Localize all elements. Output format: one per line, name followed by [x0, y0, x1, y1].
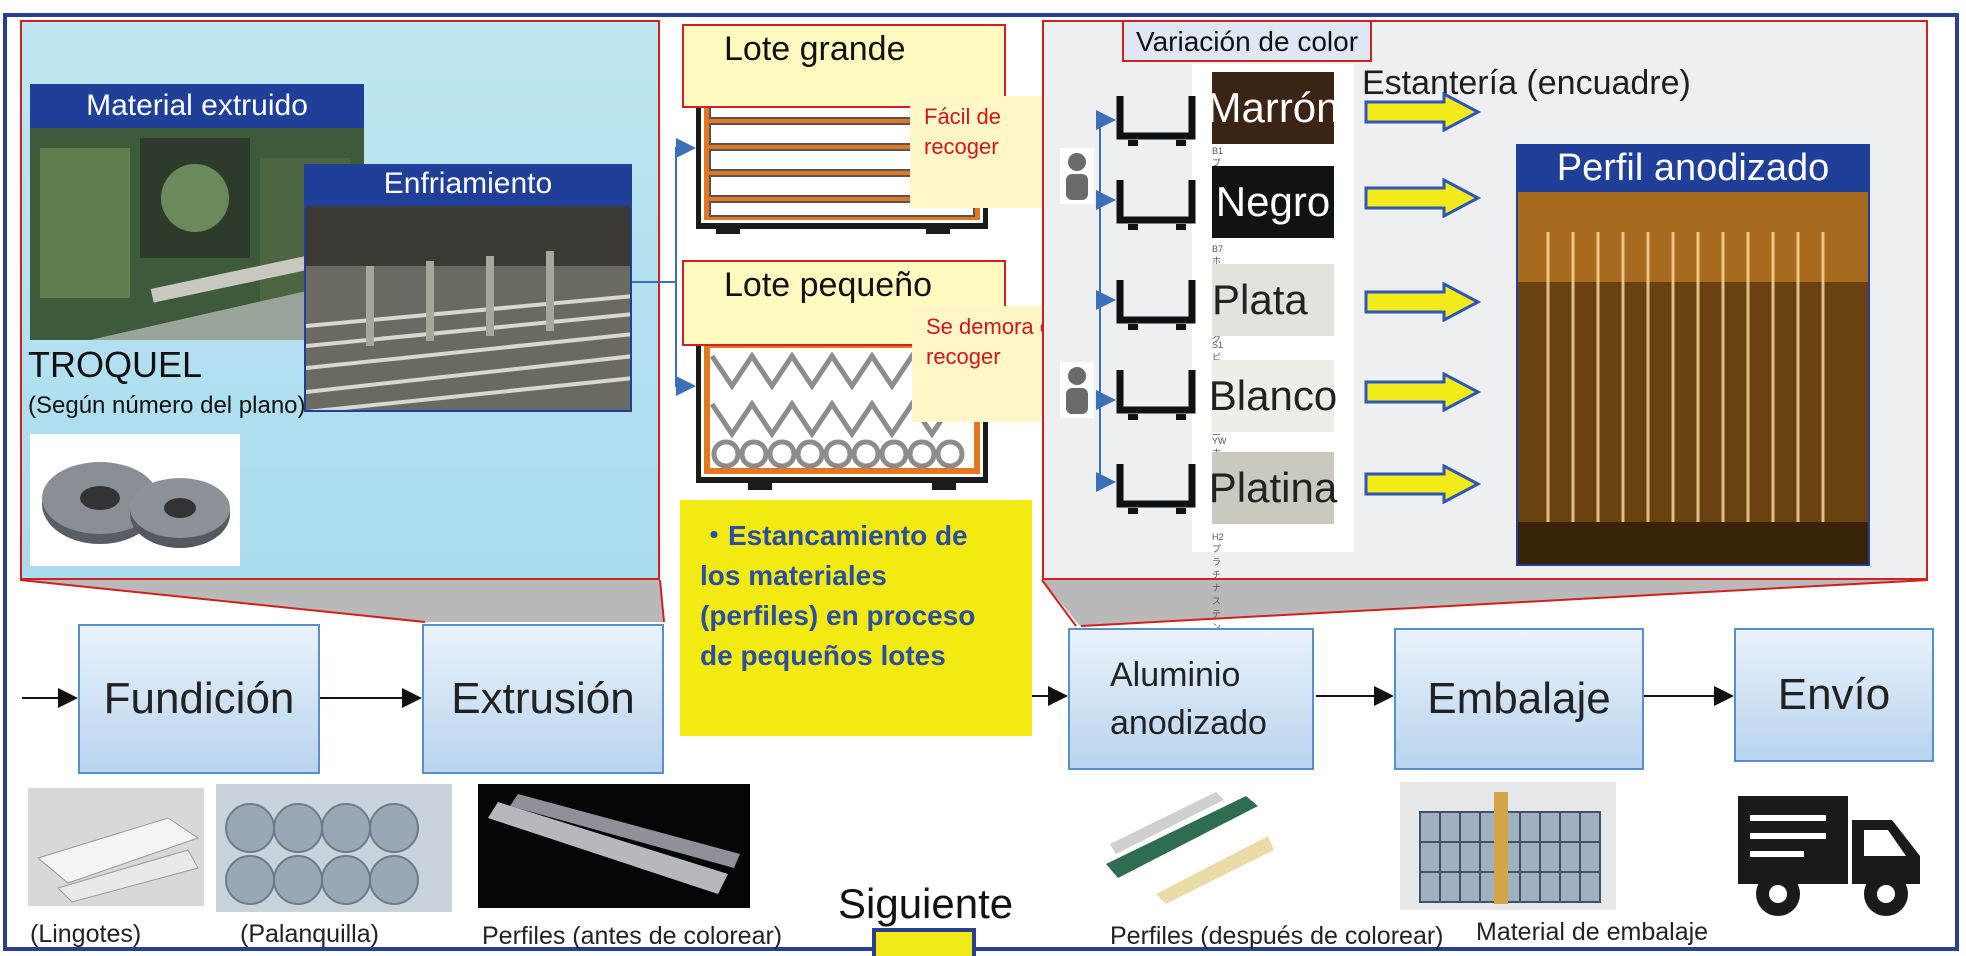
process-step-anodizado: Aluminio anodizado — [1068, 628, 1314, 770]
large-lot-note: Fácil de recoger — [910, 96, 1060, 208]
anodized-profile-photo — [1516, 190, 1870, 566]
caption-profiles-before: Perfiles (antes de colorear) — [482, 922, 783, 950]
stagnation-note: ・Estancamiento de los materiales (perfil… — [680, 500, 1032, 736]
rack-bracket-icon — [1116, 464, 1196, 514]
color-code: H2 プラチナステン — [1212, 532, 1224, 632]
truck-icon — [1734, 782, 1926, 926]
caption-packaging: Material de embalaje — [1476, 918, 1709, 946]
next-button-label: Siguiente — [838, 880, 1014, 927]
yellow-arrow-icon — [1364, 178, 1482, 218]
process-step-extrusion: Extrusión — [422, 624, 664, 774]
process-step-fundicion: Fundición — [78, 624, 320, 774]
yellow-arrow-icon — [1364, 92, 1482, 132]
caption-profiles-after: Perfiles (después de colorear) — [1110, 922, 1444, 950]
profiles-after-photo — [1096, 784, 1276, 908]
color-swatch-marron: Marrón — [1206, 72, 1340, 144]
process-step-envio: Envío — [1734, 628, 1934, 762]
left-funnel — [20, 580, 664, 622]
rack-bracket-icon — [1116, 180, 1196, 230]
cooling-line-photo — [304, 204, 632, 412]
die-label: TROQUEL — [28, 344, 203, 385]
rack-bracket-icon — [1116, 96, 1196, 146]
yellow-arrow-icon — [1364, 464, 1482, 504]
anodized-profile-label: Perfil anodizado — [1516, 144, 1870, 192]
large-lot-label: Lote grande — [682, 24, 1006, 108]
die-sublabel: (Según número del plano) — [28, 392, 306, 419]
color-swatch-plata: Plata — [1212, 264, 1334, 336]
rack-bracket-icon — [1116, 370, 1196, 420]
profiles-before-photo — [478, 784, 750, 908]
operator-icon — [1060, 148, 1094, 204]
ingots-photo — [28, 788, 204, 906]
slide-frame — [3, 13, 1959, 951]
color-swatch-blanco: Blanco — [1209, 360, 1337, 432]
caption-billet: (Palanquilla) — [240, 920, 379, 948]
material-extruded-label: Material extruido — [30, 84, 364, 128]
color-tree — [1096, 110, 1116, 492]
die-photo — [30, 434, 240, 566]
billet-photo — [216, 784, 452, 912]
caption-ingots: (Lingotes) — [30, 920, 142, 948]
color-swatch-platina: Platina — [1209, 452, 1337, 524]
color-swatch-negro: Negro — [1212, 166, 1334, 238]
shelf-label: Estantería (encuadre) — [1362, 64, 1691, 102]
process-step-embalaje: Embalaje — [1394, 628, 1644, 770]
rack-bracket-icon — [1116, 280, 1196, 330]
operator-icon — [1060, 362, 1094, 418]
yellow-arrow-icon — [1364, 282, 1482, 322]
yellow-arrow-icon — [1364, 372, 1482, 412]
color-variation-title: Variación de color — [1122, 20, 1373, 62]
packaging-photo — [1400, 782, 1616, 910]
next-button[interactable] — [872, 928, 976, 956]
cooling-label: Enfriamiento — [304, 164, 632, 204]
